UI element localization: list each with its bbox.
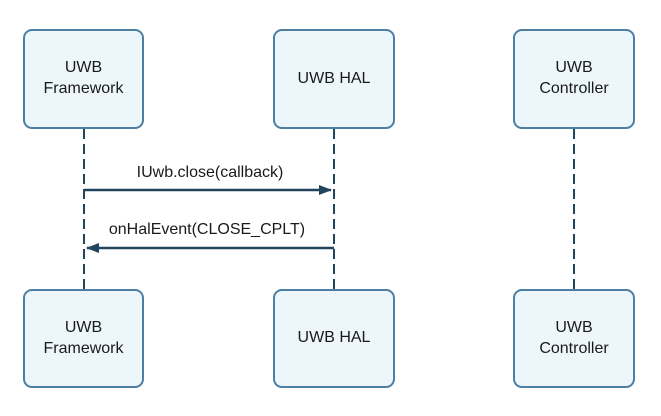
actor-label: UWB Controller — [539, 318, 609, 357]
actor-box-uwb-controller-top: UWB Controller — [513, 29, 635, 129]
actor-box-uwb-hal-bottom: UWB HAL — [273, 289, 395, 388]
actor-label: UWB Framework — [43, 318, 124, 357]
message-label-iuwb-close: IUwb.close(callback) — [136, 164, 284, 181]
actor-label: UWB Framework — [43, 59, 124, 97]
actor-box-uwb-framework-bottom: UWB Framework — [23, 289, 144, 388]
actor-label: UWB HAL — [297, 69, 371, 87]
message-label-onhalevent: onHalEvent(CLOSE_CPLT) — [108, 221, 306, 238]
actor-box-uwb-hal-top: UWB HAL — [273, 29, 395, 129]
actor-box-uwb-framework-top: UWB Framework — [23, 29, 144, 129]
actor-box-uwb-controller-bottom: UWB Controller — [513, 289, 635, 388]
actor-label: UWB Controller — [539, 59, 609, 97]
actor-label: UWB HAL — [297, 329, 371, 347]
